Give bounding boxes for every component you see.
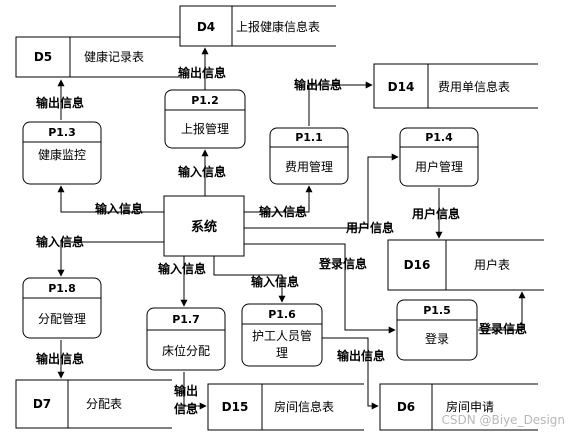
store-d6-name: 房间申请 <box>446 399 494 414</box>
store-d4-id: D4 <box>197 20 215 34</box>
store-d6: D6 房间申请 <box>379 383 538 431</box>
store-d4-name: 上报健康信息表 <box>236 19 320 34</box>
store-d4: D4 上报健康信息表 <box>179 5 336 47</box>
flow-label-p17-d15-line2: 信息 <box>174 401 198 416</box>
process-p11: P1.1 费用管理 <box>269 127 349 185</box>
store-d5: D5 健康记录表 <box>15 36 180 78</box>
process-p18-id: P1.8 <box>48 282 76 295</box>
process-p16-name-line1: 护工人员管 <box>252 328 312 343</box>
flow-label-sys-p13: 输入信息 <box>95 201 143 216</box>
flow-label-sys-p16: 输入信息 <box>251 274 299 289</box>
process-p18: P1.8 分配管理 <box>22 277 102 339</box>
process-p17-id: P1.7 <box>172 313 200 326</box>
flow-label-sys-p12: 输入信息 <box>178 164 226 179</box>
process-p13-name: 健康监控 <box>38 147 86 162</box>
store-d5-name: 健康记录表 <box>84 49 144 64</box>
store-d14: D14 费用单信息表 <box>373 63 538 109</box>
store-d6-id: D6 <box>397 400 415 414</box>
flow-label-sys-p18: 输入信息 <box>36 234 84 249</box>
store-d15-name: 房间信息表 <box>274 399 334 414</box>
store-d15-id: D15 <box>222 400 249 414</box>
store-d7: D7 分配表 <box>15 379 172 429</box>
store-d7-name: 分配表 <box>86 397 122 411</box>
process-p14-id: P1.4 <box>425 131 453 144</box>
flow-label-p13-d5: 输出信息 <box>36 95 84 110</box>
store-d16-name: 用户表 <box>474 257 510 272</box>
flow-label-sys-p11: 输入信息 <box>259 204 307 219</box>
system-box: 系统 <box>163 195 245 257</box>
process-p14: P1.4 用户管理 <box>399 127 479 187</box>
flow-label-sys-p14: 用户信息 <box>345 220 394 235</box>
flow-label-p18-d7: 输出信息 <box>36 351 84 366</box>
store-d14-name: 费用单信息表 <box>438 79 510 94</box>
system-label: 系统 <box>191 219 217 235</box>
process-p17: P1.7 床位分配 <box>146 307 226 371</box>
process-p15-name: 登录 <box>425 331 449 346</box>
process-p14-name: 用户管理 <box>415 159 463 174</box>
process-p13-id: P1.3 <box>48 126 76 139</box>
store-d7-id: D7 <box>33 397 51 411</box>
flow-label-sys-p17: 输入信息 <box>158 261 206 276</box>
process-p12: P1.2 上报管理 <box>164 89 246 149</box>
flow-label-p12-d4: 输出信息 <box>178 65 226 80</box>
process-p12-name: 上报管理 <box>181 121 229 136</box>
flow-label-p16-d6: 输出信息 <box>337 348 385 363</box>
store-d14-id: D14 <box>388 80 415 94</box>
process-p11-id: P1.1 <box>295 131 323 144</box>
flow-label-p11-d14: 输出信息 <box>294 77 342 92</box>
flow-label-p15-d16: 登录信息 <box>478 321 527 336</box>
flow-lines <box>57 47 526 410</box>
process-p12-id: P1.2 <box>191 94 219 107</box>
process-p16-id: P1.6 <box>268 308 296 321</box>
store-d16-id: D16 <box>404 258 431 272</box>
store-d5-id: D5 <box>34 50 52 64</box>
store-d16: D16 用户表 <box>387 239 544 291</box>
process-p13: P1.3 健康监控 <box>22 121 102 185</box>
flow-label-p14-d16: 用户信息 <box>411 206 460 221</box>
process-p15-id: P1.5 <box>423 304 451 317</box>
store-d15: D15 房间信息表 <box>207 383 364 431</box>
flow-labels: 输出信息 输出信息 输出信息 输入信息 输入信息 输入信息 用户信息 用户信息 … <box>36 65 527 416</box>
process-p15: P1.5 登录 <box>396 299 478 361</box>
process-p16-name-line2: 理 <box>276 346 288 360</box>
process-p16: P1.6 护工人员管 理 <box>241 303 323 367</box>
flow-label-sys-p15: 登录信息 <box>318 256 367 271</box>
watermark: CSDN @Biye_Design <box>441 413 565 427</box>
flow-label-p17-d15-line1: 输出 <box>174 383 198 398</box>
process-p18-name: 分配管理 <box>38 311 86 326</box>
process-p11-name: 费用管理 <box>285 159 333 174</box>
process-p17-name: 床位分配 <box>162 343 210 358</box>
